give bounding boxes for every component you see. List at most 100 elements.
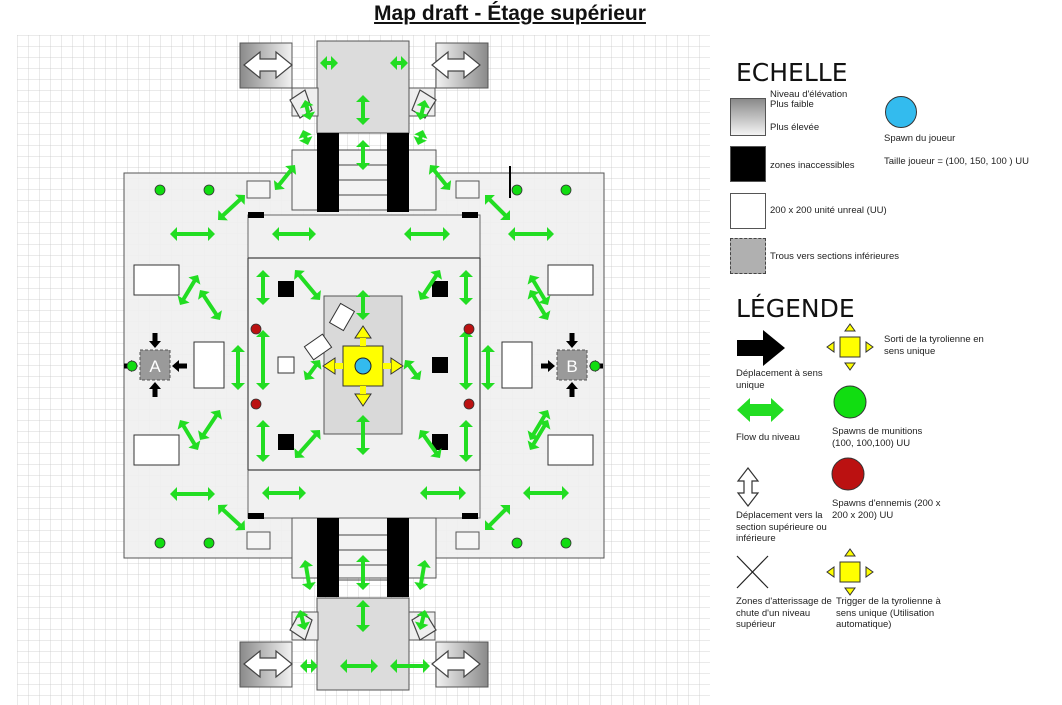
ammo-icon	[833, 385, 867, 419]
enemy-spawn	[463, 398, 475, 410]
flow-arrow	[299, 100, 316, 121]
flow-arrow	[414, 100, 431, 120]
hole-a-label: A	[149, 357, 161, 376]
flow-arrow	[414, 560, 431, 591]
flow-arrow	[256, 270, 270, 305]
ramps	[246, 180, 480, 550]
flow-arrow	[413, 130, 428, 145]
flow-arrow	[356, 95, 370, 125]
flow-arrow	[218, 194, 245, 221]
oneway-arrow	[566, 382, 578, 397]
flow-arrow	[418, 430, 442, 459]
flow-arrow	[404, 227, 450, 241]
flow-arrow	[390, 659, 430, 673]
oneway-arrow	[149, 382, 161, 397]
flow-arrow	[170, 487, 215, 501]
flow-arrow	[303, 359, 322, 380]
flow-arrow	[198, 410, 222, 440]
ammo-label: Spawns de munitions (100, 100,100) UU	[832, 426, 923, 449]
flow-arrow-icon	[737, 398, 784, 422]
flow-arrow	[272, 227, 316, 241]
inaccessible-zones	[248, 133, 511, 597]
flow-arrow	[218, 504, 245, 531]
flow-arrow	[459, 420, 473, 462]
lowest-label: Plus faible	[770, 99, 814, 110]
flow-arrow	[485, 505, 510, 530]
flow-arrow	[418, 270, 442, 300]
updown-label: Déplacement vers la section supérieure o…	[736, 510, 827, 544]
flow-arrow	[320, 56, 338, 70]
flow-arrow	[300, 659, 318, 673]
ammo-spawns	[126, 184, 601, 549]
oneway-label: Déplacement à sens unique	[736, 368, 823, 391]
flow-arrow	[294, 610, 311, 631]
cell-label: 200 x 200 unité unreal (UU)	[770, 205, 887, 216]
flow-arrow	[390, 56, 408, 70]
flow-arrow	[256, 330, 270, 390]
player-spawn-label: Spawn du joueur	[884, 133, 956, 144]
cell-swatch	[730, 193, 766, 229]
flow-arrow	[299, 560, 316, 590]
legende-heading: LÉGENDE	[736, 294, 855, 323]
enemy-spawn	[250, 323, 262, 335]
flow-arrow	[403, 360, 422, 381]
holes-swatch	[730, 238, 766, 274]
flow-arrows	[170, 56, 569, 673]
flow-arrow	[273, 165, 297, 191]
flow-arrow	[428, 165, 452, 190]
zip-exit-stem-right	[383, 363, 391, 369]
ammo-spawn	[560, 537, 572, 549]
landing-label: Zones d'atterissage de chute d'un niveau…	[736, 596, 832, 630]
holes-label: Trous vers sections inférieures	[770, 251, 900, 262]
ammo-spawn	[154, 184, 166, 196]
flow-arrow	[298, 130, 313, 145]
page-title: Map draft - Étage supérieur	[374, 2, 646, 25]
oneway-arrow	[172, 360, 187, 372]
elevation-swatch	[730, 98, 766, 136]
hole-b: B	[556, 349, 588, 381]
ammo-spawn	[203, 184, 215, 196]
flow-arrow	[170, 227, 215, 241]
zip-exit-stem-up	[360, 338, 366, 346]
enemy-spawn	[463, 323, 475, 335]
flow-arrow	[231, 345, 245, 390]
rooms	[133, 264, 594, 466]
zip-exit-icon	[826, 323, 874, 371]
zip-trigger-icon	[826, 548, 874, 596]
flow-arrow	[523, 486, 569, 500]
flow-label: Flow du niveau	[736, 432, 800, 443]
ammo-spawn	[560, 184, 572, 196]
ammo-spawn	[589, 360, 601, 372]
flow-arrow	[459, 330, 473, 390]
ammo-spawn	[126, 360, 138, 372]
ammo-spawn	[154, 537, 166, 549]
ammo-spawn	[511, 537, 523, 549]
hole-b-label: B	[566, 357, 577, 376]
flow-arrow	[340, 659, 378, 673]
flow-arrow	[198, 290, 222, 320]
zip-exit-stem-left	[335, 363, 343, 369]
flow-arrow	[262, 486, 306, 500]
inaccessible-swatch	[730, 146, 766, 182]
oneway-arrow-icon	[737, 330, 785, 366]
flow-arrow	[527, 420, 551, 450]
elevation-label: Niveau d'élévation	[770, 89, 848, 100]
flow-arrow	[527, 410, 551, 440]
player-spawn	[354, 357, 372, 375]
hole-a: A	[139, 349, 171, 381]
enemy-spawn	[250, 398, 262, 410]
updown-arrow-icon	[736, 467, 760, 507]
flow-arrow	[356, 415, 370, 455]
flow-arrow	[356, 555, 370, 590]
oneway-arrow	[149, 333, 161, 348]
flow-arrow	[414, 610, 431, 630]
flow-arrow	[256, 420, 270, 462]
level-map: A B	[17, 35, 710, 705]
flow-arrow	[356, 140, 370, 170]
landing-x-icon	[736, 555, 769, 589]
flow-arrow	[177, 275, 201, 305]
oneway-arrow	[541, 360, 555, 372]
flow-arrow	[459, 270, 473, 305]
inaccessible-label: zones inaccessibles	[770, 160, 855, 171]
